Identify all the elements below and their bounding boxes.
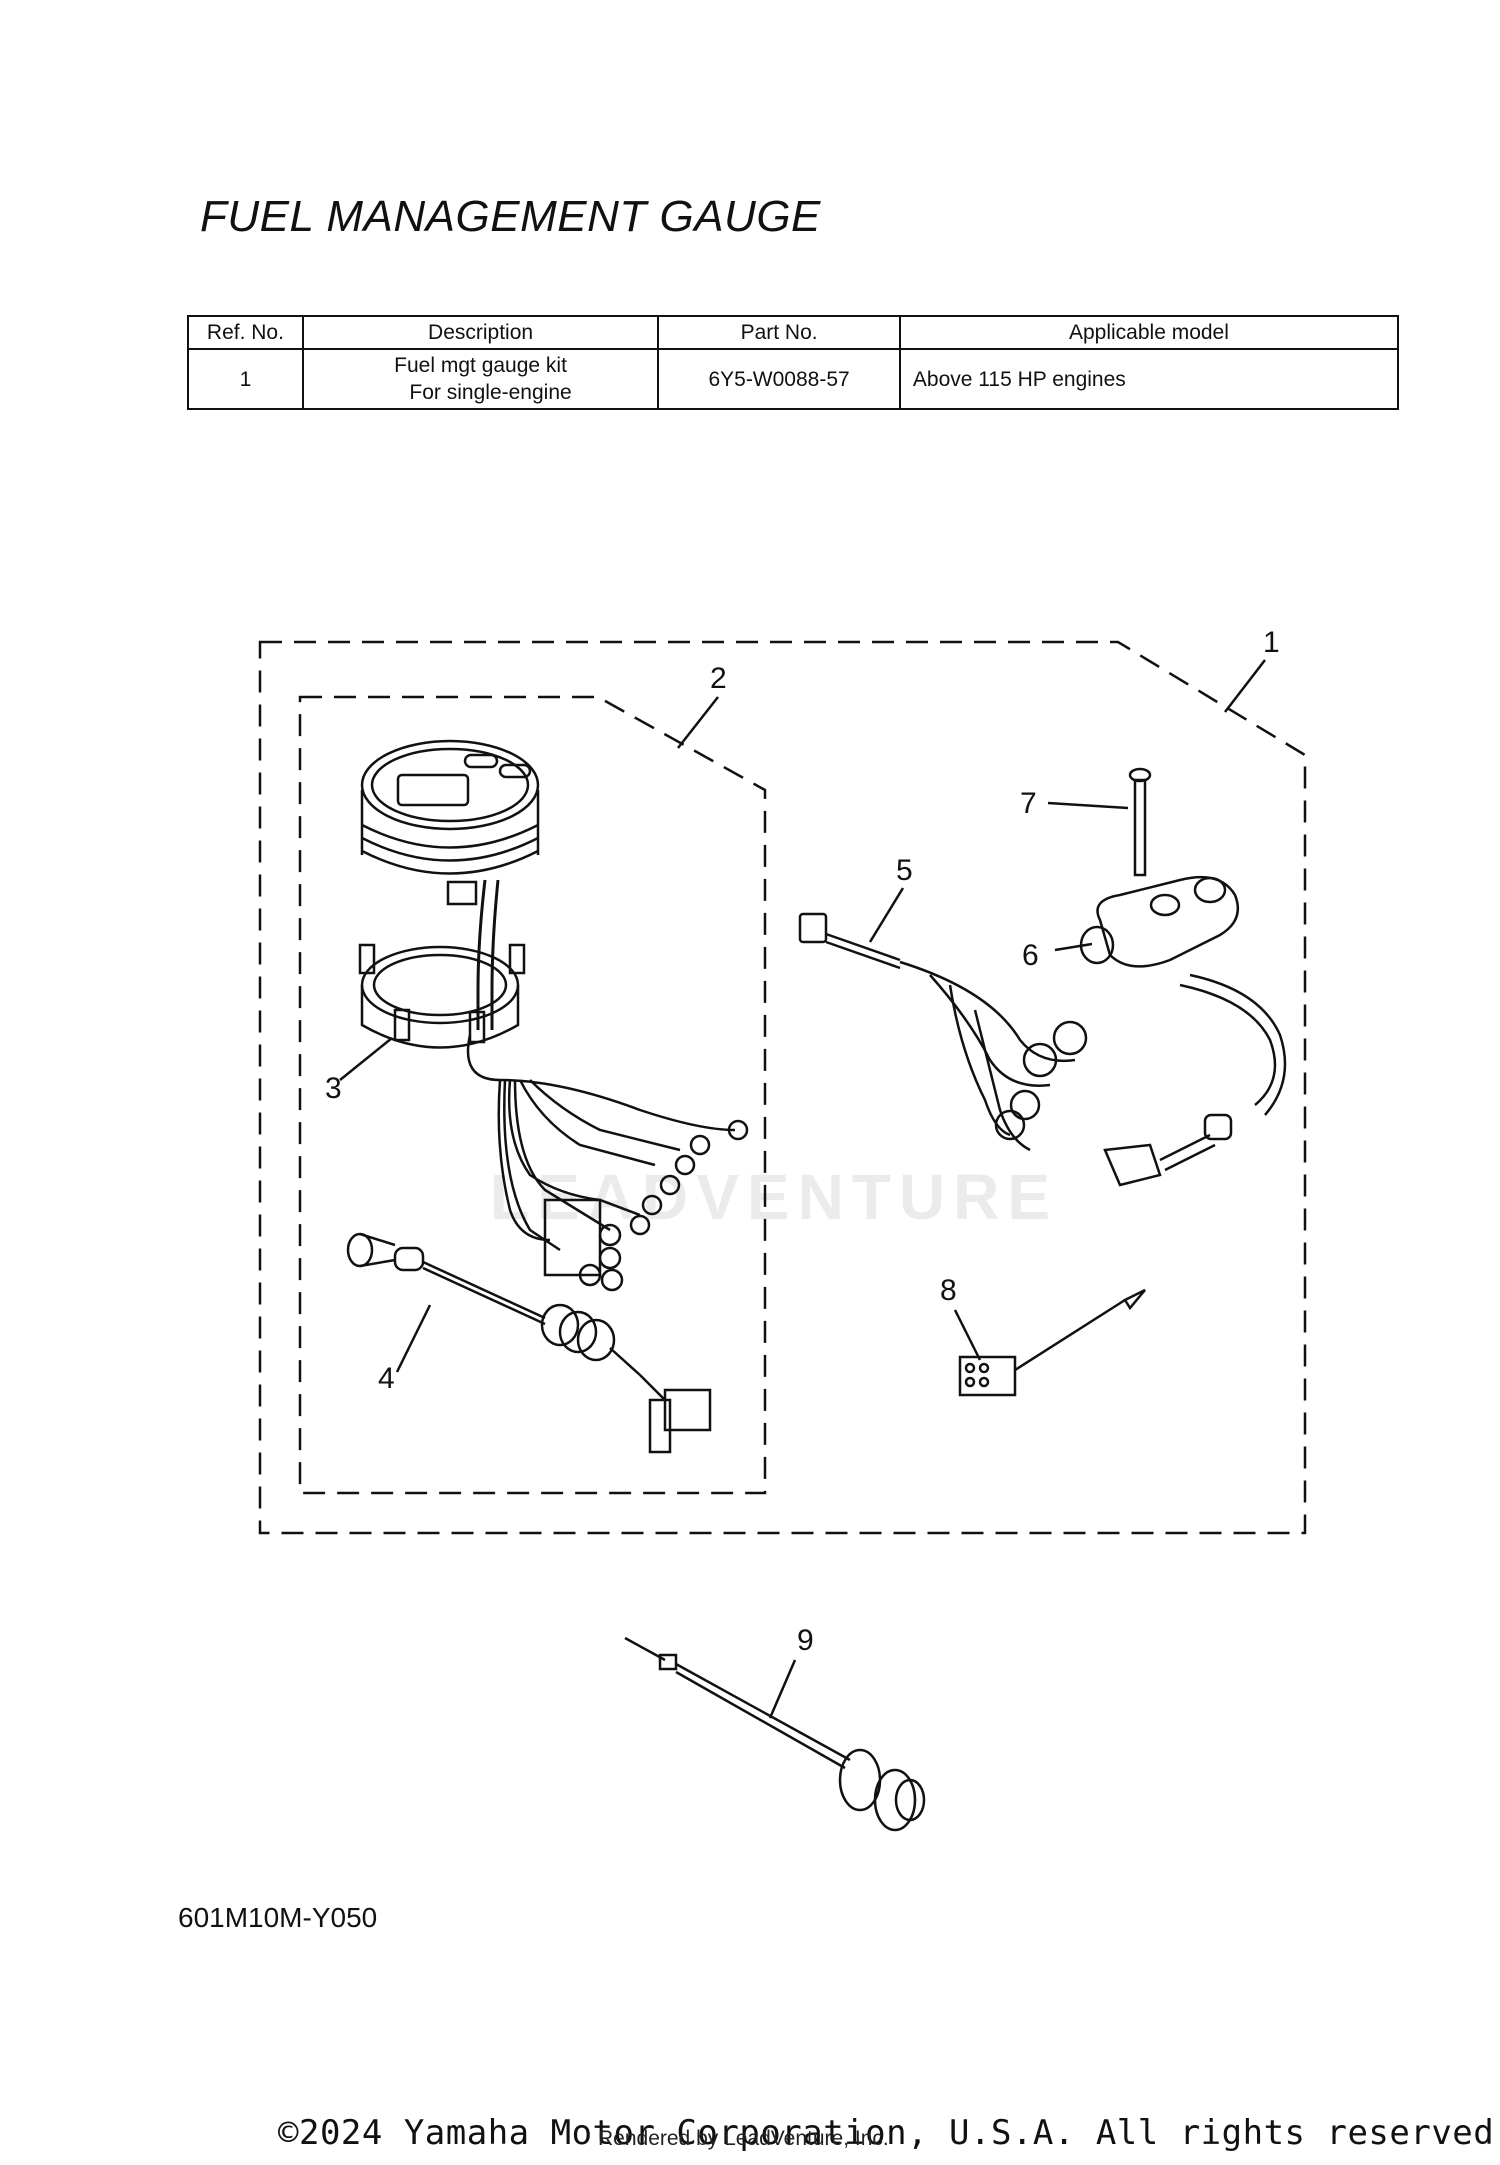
callout-3: 3 — [325, 1072, 342, 1105]
diagram-code: 601M10M-Y050 — [178, 1902, 378, 1933]
rendered-by-notice: Rendered by LeadVenture, Inc. — [598, 2127, 889, 2150]
fuel-flow-sensor — [1079, 767, 1287, 1116]
callout-8: 8 — [940, 1274, 957, 1307]
callout-labels: 1 2 3 4 5 6 7 8 9 — [325, 626, 1280, 1657]
mounting-nut — [358, 943, 526, 1049]
cell-ref-no: 1 — [187, 348, 304, 410]
multi-pin-connector — [543, 1198, 624, 1292]
callout-7: 7 — [1020, 787, 1037, 820]
kit-2-boundary — [298, 695, 767, 1495]
callout-2: 2 — [710, 662, 727, 695]
description-line-2: For single-engine — [409, 381, 572, 404]
header-description: Description — [301, 315, 660, 350]
sensor-cable — [346, 1232, 712, 1454]
callout-6: 6 — [1022, 939, 1039, 972]
page-title: FUEL MANAGEMENT GAUGE — [200, 192, 821, 241]
description-line-1: Fuel mgt gauge kit — [394, 354, 567, 377]
table-header-row: Ref. No. Description Part No. Applicable… — [187, 315, 1400, 350]
adapter-harness — [798, 912, 1088, 1152]
probe-cable — [624, 1636, 926, 1832]
cell-description: Fuel mgt gauge kit For single-engine — [301, 348, 660, 410]
sensor-output-connector — [1103, 1113, 1233, 1187]
callout-5: 5 — [896, 854, 913, 887]
fuel-gauge-display — [360, 739, 540, 906]
callout-9: 9 — [797, 1624, 814, 1657]
callout-1: 1 — [1263, 626, 1280, 659]
terminal-cap — [958, 1288, 1146, 1397]
cell-applicable-model: Above 115 HP engines — [898, 348, 1400, 410]
table-row: 1 Fuel mgt gauge kit For single-engine 6… — [187, 348, 1400, 410]
parts-table: Ref. No. Description Part No. Applicable… — [187, 315, 1400, 410]
cell-part-no[interactable]: 6Y5-W0088-57 — [657, 348, 901, 410]
header-applicable-model: Applicable model — [898, 315, 1400, 350]
header-ref-no: Ref. No. — [187, 315, 304, 350]
header-part-no: Part No. — [657, 315, 901, 350]
copyright-notice: ©2024 Yamaha Motor Corporation, U.S.A. A… — [278, 2113, 1500, 2153]
callout-4: 4 — [378, 1362, 395, 1395]
kit-1-boundary — [258, 640, 1307, 1535]
